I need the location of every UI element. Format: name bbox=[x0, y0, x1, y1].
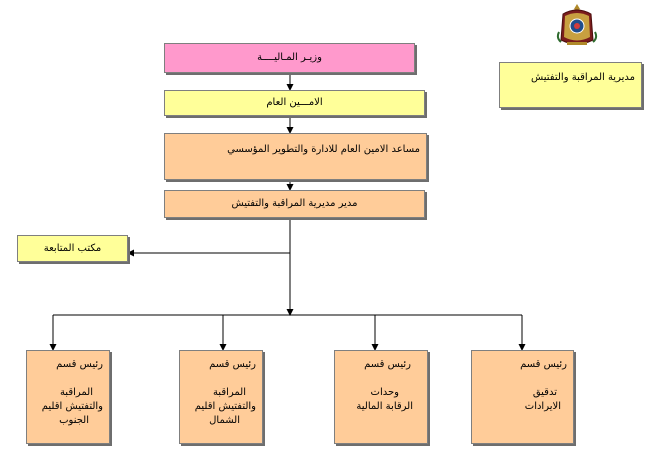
section-box-north: رئيس قسم المراقبة والتفتيش اقليم الشمال bbox=[179, 350, 263, 444]
coat-of-arms-icon bbox=[556, 4, 598, 45]
section-line: المراقبة bbox=[59, 387, 93, 398]
section-title: رئيس قسم bbox=[520, 359, 567, 370]
section-line: والتفتيش اقليم bbox=[41, 401, 103, 412]
director-label: مدير مديرية المراقبة والتفتيش bbox=[231, 198, 358, 209]
section-line: الشمال bbox=[209, 415, 240, 426]
secretary-general-box: الامـــين العام bbox=[164, 90, 425, 116]
section-line: والتفتيش اقليم bbox=[194, 401, 256, 412]
assistant-secretary-label: مساعد الامين العام للادارة والتطوير المؤ… bbox=[227, 144, 420, 155]
directorate-title-box: مديرية المراقبة والتفتيش bbox=[499, 62, 642, 108]
section-line: تدقيق bbox=[532, 387, 557, 398]
section-box-revenue: رئيس قسم تدقيق الايرادات bbox=[471, 350, 574, 444]
section-line: الايرادات bbox=[524, 401, 561, 412]
section-title: رئيس قسم bbox=[56, 359, 103, 370]
section-title: رئيس قسم bbox=[209, 359, 256, 370]
section-line: الجنوب bbox=[59, 415, 89, 426]
minister-label: وزيـر المـاليــــة bbox=[257, 52, 322, 63]
section-box-units: رئيس قسم وحدات الرقابة المالية bbox=[334, 350, 428, 444]
assistant-secretary-box: مساعد الامين العام للادارة والتطوير المؤ… bbox=[164, 133, 427, 180]
followup-office-label: مكتب المتابعة bbox=[43, 242, 102, 254]
section-line: المراقبة bbox=[212, 387, 246, 398]
section-box-south: رئيس قسم المراقبة والتفتيش اقليم الجنوب bbox=[26, 350, 110, 444]
section-title: رئيس قسم bbox=[364, 359, 411, 370]
followup-office-box: مكتب المتابعة bbox=[17, 235, 128, 262]
director-box: مدير مديرية المراقبة والتفتيش bbox=[164, 190, 425, 218]
section-line: الرقابة المالية bbox=[356, 401, 413, 412]
directorate-title: مديرية المراقبة والتفتيش bbox=[531, 72, 635, 83]
secretary-general-label: الامـــين العام bbox=[266, 97, 323, 108]
section-line: وحدات bbox=[370, 387, 399, 398]
minister-box: وزيـر المـاليــــة bbox=[164, 43, 415, 73]
